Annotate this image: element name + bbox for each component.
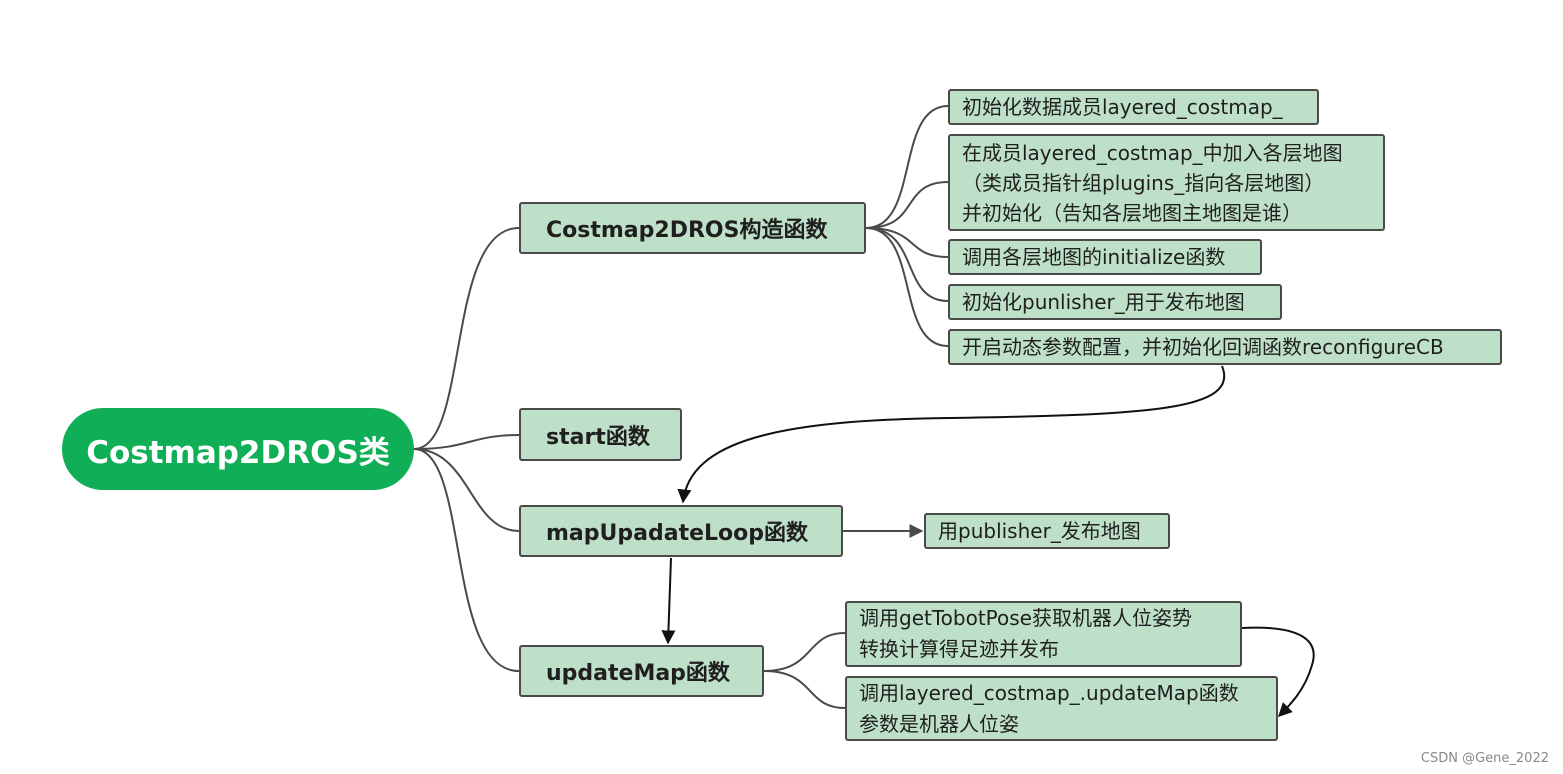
constructor-step-3: 调用各层地图的initialize函数	[948, 239, 1262, 275]
update-step-2-line-1: 调用layered_costmap_.updateMap函数	[859, 680, 1239, 705]
update-step-1-line-2: 转换计算得足迹并发布	[859, 637, 1059, 661]
start-node: start函数	[519, 408, 682, 461]
constructor-label: Costmap2DROS构造函数	[546, 218, 828, 243]
link-constructor-step5	[865, 227, 949, 347]
constructor-step-2: 在成员layered_costmap_中加入各层地图 （类成员指针组plugin…	[948, 134, 1385, 231]
link-root-constructor	[413, 227, 520, 450]
link-constructor-step2	[865, 181, 949, 229]
update-step-1-line-1: 调用getTobotPose获取机器人位姿势	[859, 606, 1192, 630]
start-label: start函数	[546, 424, 650, 450]
link-constructor-step4	[865, 227, 949, 302]
link-update-step1	[763, 632, 846, 672]
arrow-reconfigure-to-loop	[677, 365, 1226, 504]
root-label: Costmap2DROS类	[86, 434, 390, 471]
constructor-step-4: 初始化punlisher_用于发布地图	[948, 284, 1282, 320]
update-map-label: updateMap函数	[546, 661, 730, 686]
link-root-update	[413, 448, 520, 672]
constructor-step-5-label: 开启动态参数配置，并初始化回调函数reconfigureCB	[962, 334, 1444, 359]
root-node: Costmap2DROS类	[62, 408, 414, 490]
constructor-step-2-line-1: 在成员layered_costmap_中加入各层地图	[962, 140, 1343, 165]
map-update-loop-node: mapUpadateLoop函数	[519, 505, 843, 557]
constructor-step-2-line-3: 并初始化（告知各层地图主地图是谁）	[962, 200, 1302, 225]
constructor-node: Costmap2DROS构造函数	[519, 202, 866, 254]
link-update-step2	[763, 670, 846, 709]
arrow-pose-to-updatemap	[1241, 626, 1315, 717]
publisher-step: 用publisher_发布地图	[924, 513, 1170, 549]
link-root-loop	[413, 448, 520, 532]
constructor-step-3-label: 调用各层地图的initialize函数	[962, 244, 1226, 269]
constructor-step-4-label: 初始化punlisher_用于发布地图	[962, 289, 1245, 314]
watermark: CSDN @Gene_2022	[1420, 751, 1549, 766]
constructor-step-1-label: 初始化数据成员layered_costmap_	[962, 94, 1283, 119]
constructor-step-5: 开启动态参数配置，并初始化回调函数reconfigureCB	[948, 329, 1502, 365]
link-constructor-step1	[865, 105, 949, 229]
update-step-1: 调用getTobotPose获取机器人位姿势 转换计算得足迹并发布	[845, 601, 1242, 667]
map-update-loop-label: mapUpadateLoop函数	[546, 521, 809, 546]
update-step-2: 调用layered_costmap_.updateMap函数 参数是机器人位姿	[845, 676, 1278, 741]
update-map-node: updateMap函数	[519, 645, 764, 697]
constructor-step-2-line-2: （类成员指针组plugins_指向各层地图）	[962, 170, 1325, 195]
constructor-step-1: 初始化数据成员layered_costmap_	[948, 89, 1319, 125]
update-step-2-line-2: 参数是机器人位姿	[859, 711, 1019, 736]
link-root-start	[413, 434, 520, 450]
link-constructor-step3	[865, 227, 949, 258]
publisher-step-label: 用publisher_发布地图	[938, 518, 1141, 543]
arrow-loop-to-update	[661, 557, 676, 645]
